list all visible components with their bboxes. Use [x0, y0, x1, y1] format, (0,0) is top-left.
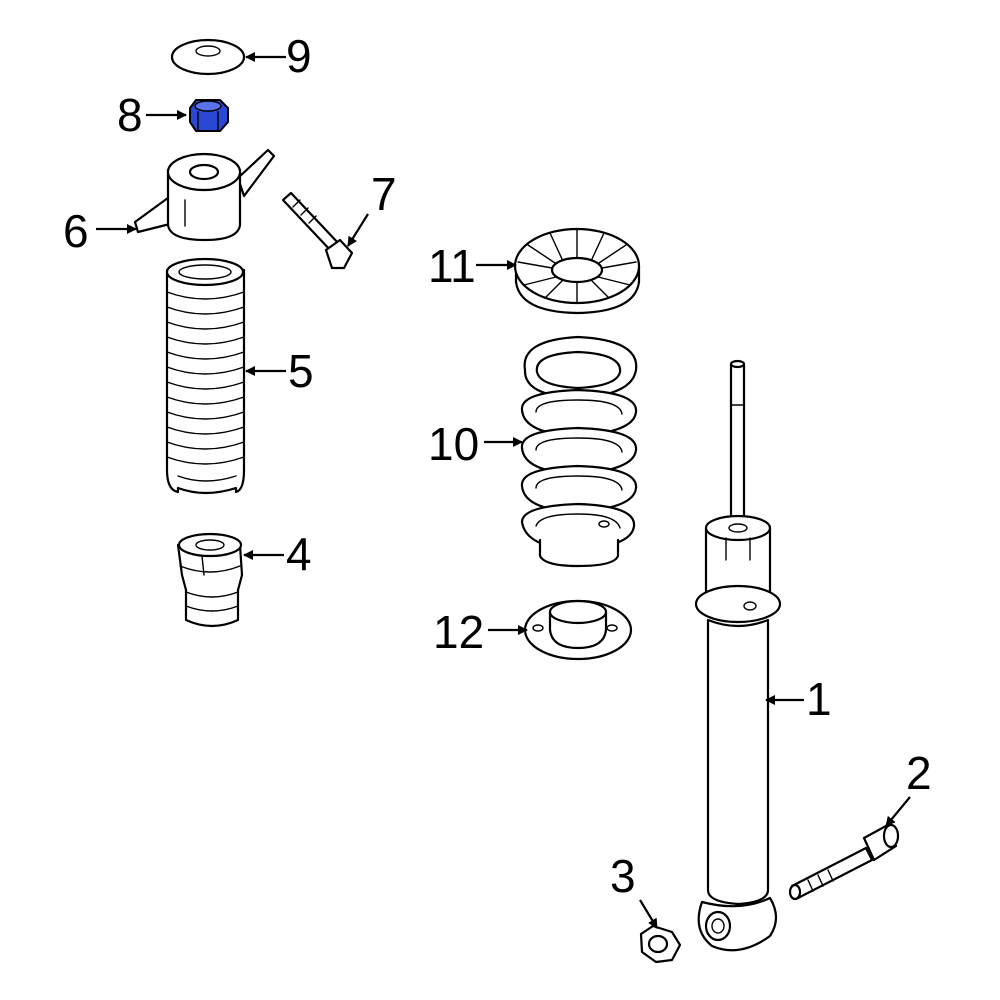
nut-lower-part[interactable] [639, 924, 682, 964]
callout-2: 2 [906, 747, 932, 799]
bump-stop-part[interactable] [176, 532, 244, 628]
callout-6: 6 [63, 205, 89, 257]
leader-3 [639, 899, 658, 929]
upper-nut-part[interactable] [189, 99, 229, 132]
lower-spring-seat-part[interactable] [523, 599, 633, 661]
bolt-lower-part[interactable] [788, 823, 900, 901]
mount-bolt-part[interactable] [281, 191, 354, 270]
callout-9: 9 [286, 30, 312, 82]
dust-boot-part[interactable] [165, 257, 246, 495]
upper-spring-seat-part[interactable] [513, 227, 641, 315]
callout-7: 7 [371, 168, 397, 220]
callout-11: 11 [428, 240, 476, 292]
leader-2 [885, 796, 911, 827]
callouts: 9 8 6 7 5 4 11 10 12 1 2 3 [63, 30, 932, 902]
upper-mount-part[interactable] [133, 148, 276, 242]
leader-arrows [96, 52, 911, 929]
leader-7 [347, 213, 369, 247]
callout-3: 3 [610, 850, 636, 902]
washer-part[interactable] [170, 38, 246, 76]
coil-spring-part[interactable] [520, 335, 638, 568]
shock-absorber-part[interactable] [694, 359, 782, 952]
callout-10: 10 [428, 418, 479, 470]
callout-1: 1 [806, 673, 832, 725]
callout-4: 4 [286, 528, 312, 580]
callout-5: 5 [288, 345, 314, 397]
callout-12: 12 [433, 606, 484, 658]
callout-8: 8 [117, 89, 143, 141]
